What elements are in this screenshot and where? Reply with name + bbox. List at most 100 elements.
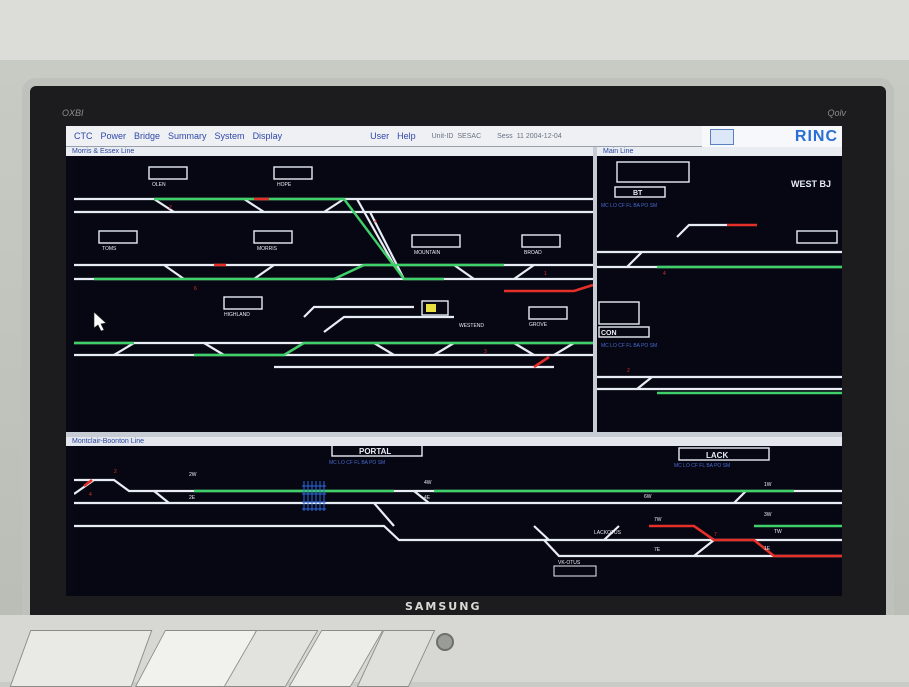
right-signal-num-1: 2 bbox=[627, 368, 630, 374]
bottom-signal-4w: 4W bbox=[424, 480, 432, 486]
station-box-bt-top bbox=[616, 161, 690, 183]
left-signal-num-1: 2 bbox=[169, 205, 172, 211]
station-label-con: CON bbox=[601, 330, 617, 337]
bottom-signal-6w: 6W bbox=[644, 494, 652, 500]
left-signal-num-4: 1 bbox=[544, 271, 547, 277]
station-box-highland bbox=[223, 296, 263, 310]
bottom-signal-tw: TW bbox=[774, 529, 782, 535]
station-label-mountain: MOUNTAIN bbox=[414, 250, 441, 256]
train-indicator bbox=[426, 304, 436, 312]
menu-bar: CTC Power Bridge Summary System Display … bbox=[66, 126, 842, 147]
cabinet-knob bbox=[436, 633, 454, 651]
right-track-svg: BT WEST BJ CON MC LO CF FL BA PO SM MC L… bbox=[597, 161, 842, 395]
bottom-pane-title[interactable]: Montclair-Boonton Line bbox=[66, 437, 842, 446]
station-label-west-bj: WEST BJ bbox=[791, 179, 831, 189]
monitor-brand-logo: SAMSUNG bbox=[405, 600, 482, 613]
left-crossovers-2 bbox=[163, 264, 535, 280]
station-label-broad: BROAD bbox=[524, 250, 542, 256]
bottom-occupied-route bbox=[649, 524, 842, 558]
bezel-left-text: OXBI bbox=[62, 108, 84, 118]
station-label-lack: LACK bbox=[706, 451, 728, 460]
menu-help[interactable]: Help bbox=[397, 131, 416, 141]
ctc-screen: CTC Power Bridge Summary System Display … bbox=[66, 126, 842, 596]
binder-1 bbox=[9, 630, 153, 687]
bottom-track-svg: PORTAL LACK MC LO CF FL BA PO SM MC LO C… bbox=[74, 446, 842, 577]
left-siding bbox=[303, 305, 454, 333]
lack-track-codes: MC LO CF FL BA PO SM bbox=[674, 463, 730, 469]
bottom-label-lackotus: LACKOTUS bbox=[594, 530, 622, 536]
station-label-highland: HIGHLAND bbox=[224, 312, 250, 318]
station-label-bt: BT bbox=[633, 190, 643, 197]
right-track-diagram[interactable]: BT WEST BJ CON MC LO CF FL BA PO SM MC L… bbox=[597, 157, 842, 432]
station-box-broad bbox=[521, 234, 561, 248]
left-route-green-1 bbox=[154, 197, 444, 281]
menu-bridge[interactable]: Bridge bbox=[134, 131, 161, 141]
left-signal-num-3: 6 bbox=[194, 286, 197, 292]
bottom-signal-num-2: 4 bbox=[89, 492, 92, 498]
station-box-westend bbox=[421, 300, 449, 316]
menu-power[interactable]: Power bbox=[100, 131, 127, 141]
bottom-track-diagram[interactable]: PORTAL LACK MC LO CF FL BA PO SM MC LO C… bbox=[74, 446, 842, 596]
station-box-olen bbox=[148, 166, 188, 180]
station-label-hope: HOPE bbox=[277, 182, 292, 188]
left-occupied-3 bbox=[504, 283, 593, 293]
vk-otus-box bbox=[553, 565, 597, 577]
station-box-con-top bbox=[598, 301, 640, 325]
bottom-signal-7e: 7E bbox=[654, 547, 661, 553]
bottom-signal-num-1: 2 bbox=[114, 469, 117, 475]
left-crossovers-1 bbox=[153, 198, 405, 280]
menu-display[interactable]: Display bbox=[252, 131, 283, 141]
station-label-toms: TOMS bbox=[102, 246, 117, 252]
bottom-crossovers-1 bbox=[373, 502, 842, 558]
session-text: Sess bbox=[497, 132, 513, 140]
menu-summary[interactable]: Summary bbox=[168, 131, 207, 141]
unit-id-text: Unit-ID bbox=[431, 132, 454, 140]
pane-divider-vertical[interactable] bbox=[593, 147, 597, 436]
left-crossovers-3 bbox=[113, 342, 575, 356]
bottom-signal-num-3: 7 bbox=[714, 532, 717, 538]
menu-system[interactable]: System bbox=[214, 131, 245, 141]
bottom-label-vk-otus: VK-OTUS bbox=[558, 560, 581, 566]
station-box-morris bbox=[253, 230, 293, 244]
wall-background bbox=[0, 0, 909, 60]
bottom-signal-4e: 4E bbox=[424, 495, 431, 501]
station-label-portal: PORTAL bbox=[359, 447, 391, 456]
bottom-signal-3w: 3W bbox=[764, 512, 772, 518]
bottom-crossovers-2 bbox=[74, 479, 747, 557]
station-box-mountain bbox=[411, 234, 461, 248]
bottom-signal-2w: 2W bbox=[189, 472, 197, 478]
right-track-branch bbox=[626, 223, 727, 268]
station-label-westend: WESTEND bbox=[459, 323, 484, 329]
station-box-grove bbox=[528, 306, 568, 320]
bridge-hatch-icon bbox=[302, 481, 326, 511]
unit-value-text: SESAC bbox=[457, 132, 482, 140]
left-signal-num-2: 4 bbox=[374, 219, 377, 225]
right-track-codes-top: MC LO CF FL BA PO SM bbox=[601, 203, 657, 209]
bottom-occupied-1 bbox=[83, 478, 93, 488]
date-text: 11 2004-12-04 bbox=[516, 132, 562, 140]
bottom-signal-2e: 2E bbox=[189, 495, 196, 501]
station-box-small bbox=[796, 230, 838, 244]
left-pane-title[interactable]: Morris & Essex Line bbox=[66, 147, 599, 156]
station-box-portal bbox=[331, 446, 423, 457]
bottom-track-3 bbox=[74, 524, 842, 542]
bottom-signal-1w: 1W bbox=[764, 482, 772, 488]
menu-ctc[interactable]: CTC bbox=[74, 131, 93, 141]
logo-text: RINC bbox=[794, 127, 838, 145]
right-pane-title[interactable]: Main Line bbox=[597, 147, 842, 156]
bottom-signal-1e: 1E bbox=[764, 546, 771, 552]
menu-user[interactable]: User bbox=[370, 131, 390, 141]
pane-divider-horizontal[interactable] bbox=[66, 432, 842, 437]
right-crossover bbox=[636, 376, 653, 390]
station-box-bt bbox=[614, 186, 666, 198]
left-occupied-4 bbox=[533, 355, 550, 369]
portal-track-codes: MC LO CF FL BA PO SM bbox=[329, 460, 385, 466]
left-signal-num-5: 3 bbox=[484, 349, 487, 355]
logo-emblem-icon bbox=[710, 129, 734, 145]
station-box-lack bbox=[678, 447, 770, 461]
left-route-green-3 bbox=[194, 341, 593, 357]
left-track-diagram[interactable]: OLEN HOPE TOMS MORRIS MOUNTAIN BROAD HIG… bbox=[74, 157, 593, 432]
bezel-right-text: Qolv bbox=[827, 108, 846, 118]
station-box-con bbox=[598, 326, 650, 338]
station-box-hope bbox=[273, 166, 313, 180]
